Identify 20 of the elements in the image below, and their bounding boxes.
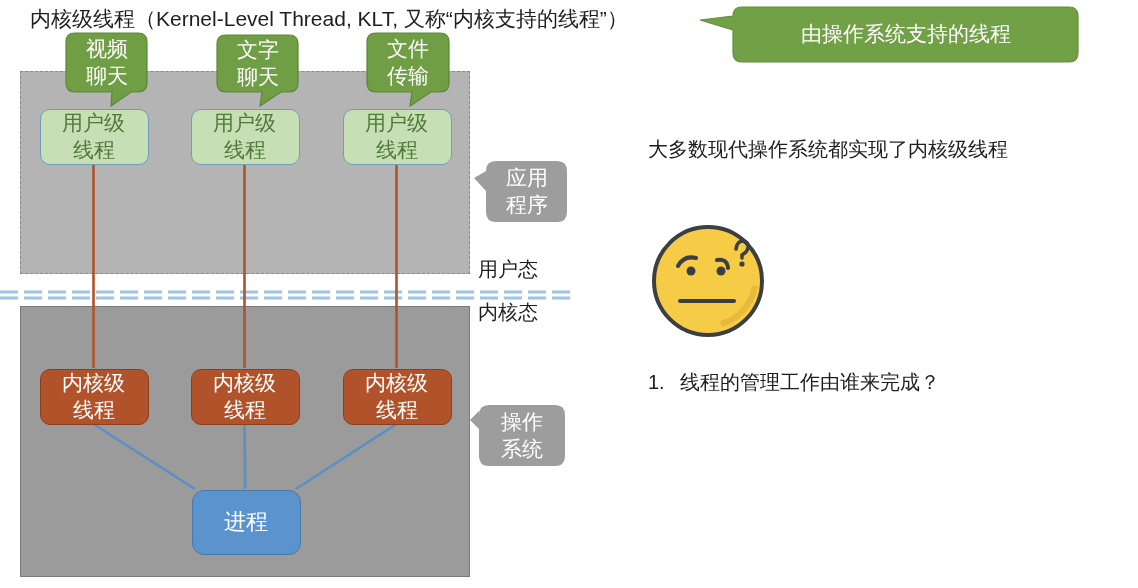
callout-bubble: 由操作系统支持的线程 bbox=[700, 7, 1078, 62]
callout-bubble: 操作系统 bbox=[470, 405, 565, 466]
mode-label: 内核态 bbox=[478, 300, 538, 325]
user-thread-box: 用户级线程 bbox=[191, 109, 300, 165]
connector-line bbox=[395, 164, 398, 368]
kernel-thread-box: 内核级线程 bbox=[191, 369, 300, 425]
connector-line bbox=[92, 164, 95, 368]
mode-label: 用户态 bbox=[478, 257, 538, 282]
slide-title: 内核级线程（Kernel-Level Thread, KLT, 又称“内核支持的线程”） bbox=[30, 6, 628, 32]
connector-line bbox=[243, 164, 246, 368]
user-thread-box: 用户级线程 bbox=[40, 109, 149, 165]
user-thread-box: 用户级线程 bbox=[343, 109, 452, 165]
callout-bubble: 应用程序 bbox=[474, 161, 567, 222]
kernel-space-area bbox=[20, 306, 470, 577]
kernel-thread-box: 内核级线程 bbox=[40, 369, 149, 425]
question-text: 1. 线程的管理工作由谁来完成？ bbox=[648, 370, 941, 395]
kernel-thread-box: 内核级线程 bbox=[343, 369, 452, 425]
description-text: 大多数现代操作系统都实现了内核级线程 bbox=[648, 137, 1008, 162]
connector-line bbox=[243, 424, 247, 489]
process-box: 进程 bbox=[192, 490, 301, 555]
